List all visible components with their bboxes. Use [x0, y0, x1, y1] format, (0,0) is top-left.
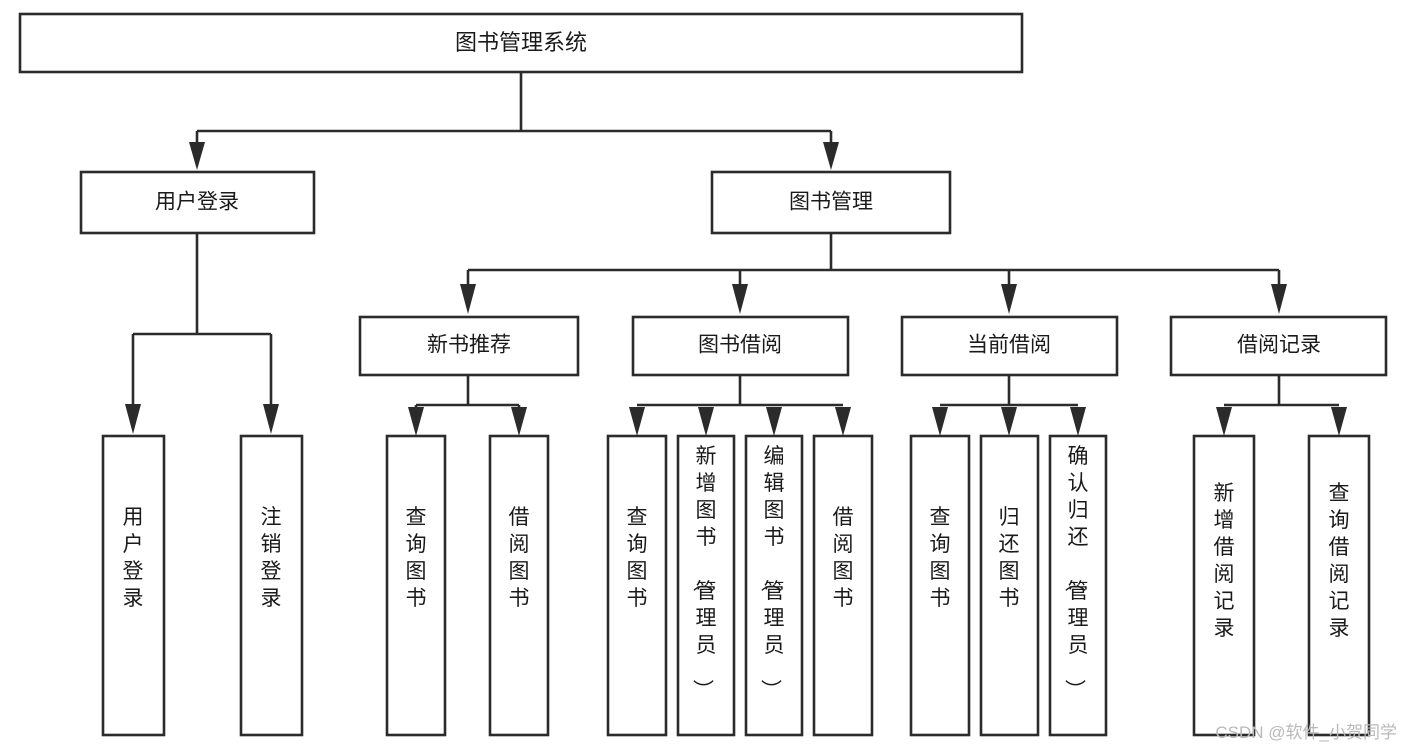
node-label-root: 图书管理系统 [455, 30, 587, 55]
arrow-icon-bookborrow-leaf-2 [698, 407, 714, 436]
leaf-label-borrowrecord-add: 新增借阅记录 [1214, 482, 1235, 640]
node-box-root [18, 12, 1024, 74]
node-box-current-borrow [900, 315, 1119, 377]
arrow-icon-newbook-leaf-2 [511, 407, 527, 436]
leaf-box-currentborrow-query [909, 434, 971, 737]
node-user-login[interactable]: 用户登录 [79, 170, 316, 235]
leaf-node-bookborrow-borrow[interactable]: 借阅图书 [812, 434, 874, 737]
node-label-new-book-recommend: 新书推荐 [427, 334, 511, 357]
watermark-text: CSDN @软件_小贺同学 [1215, 723, 1397, 742]
leaf-box-bookborrow-edit [744, 434, 804, 737]
arrow-icon-to-borrow-record [1271, 284, 1287, 314]
leaf-box-currentborrow-confirm [1048, 434, 1108, 737]
node-borrow-record[interactable]: 借阅记录 [1169, 315, 1388, 377]
leaf-label-borrowrecord-query: 查询借阅记录 [1329, 482, 1350, 640]
leaf-box-newbook-query [385, 434, 447, 737]
node-label-book-borrow: 图书借阅 [698, 334, 782, 357]
leaf-box-bookborrow-borrow [812, 434, 874, 737]
arrow-icon-userlogin-leaf-1 [125, 404, 141, 434]
node-book-management-system[interactable]: 图书管理系统 [18, 12, 1024, 74]
leaf-node-newbook-borrow[interactable]: 借阅图书 [488, 434, 550, 737]
leaf-label-bookborrow-edit: 编辑图书（管理员） [759, 445, 785, 700]
leaf-node-borrowrecord-query[interactable]: 查询借阅记录 [1307, 434, 1371, 737]
arrow-icon-newbook-leaf-1 [408, 407, 424, 436]
connector-layer [125, 72, 1347, 436]
node-current-borrow[interactable]: 当前借阅 [900, 315, 1119, 377]
node-book-management[interactable]: 图书管理 [710, 170, 952, 235]
leaf-node-currentborrow-return[interactable]: 归还图书 [979, 434, 1040, 737]
leaf-box-currentborrow-return [979, 434, 1040, 737]
arrow-icon-borrowrecord-leaf-1 [1216, 407, 1232, 436]
node-box-user-login [79, 170, 316, 235]
leaf-label-currentborrow-confirm: 确认归还（管理员） [1063, 445, 1089, 700]
leaf-node-bookborrow-edit[interactable]: 编辑图书（管理员） [744, 434, 804, 737]
arrow-icon-to-book-borrow [732, 284, 748, 314]
arrow-icon-to-new-book [460, 284, 476, 314]
leaf-box-borrowrecord-add [1192, 434, 1256, 737]
arrow-icon-currentborrow-leaf-2 [1001, 407, 1017, 436]
leaf-label-user-login-signin: 用户登录 [123, 506, 144, 610]
arrow-icon-borrowrecord-leaf-2 [1331, 407, 1347, 436]
leaf-node-currentborrow-confirm[interactable]: 确认归还（管理员） [1048, 434, 1108, 737]
node-label-current-borrow: 当前借阅 [967, 334, 1051, 357]
leaf-node-bookborrow-query[interactable]: 查询图书 [606, 434, 668, 737]
node-box-book-management [710, 170, 952, 235]
leaf-label-bookborrow-query: 查询图书 [627, 506, 648, 610]
node-label-book-management: 图书管理 [789, 191, 873, 214]
leaf-box-bookborrow-add [676, 434, 736, 737]
leaf-box-newbook-borrow [488, 434, 550, 737]
node-book-borrow[interactable]: 图书借阅 [631, 315, 850, 377]
leaf-node-bookborrow-add[interactable]: 新增图书（管理员） [676, 434, 736, 737]
arrow-icon-to-book-manage [823, 142, 839, 170]
leaf-node-user-login-signin[interactable]: 用户登录 [101, 434, 166, 737]
node-box-book-borrow [631, 315, 850, 377]
leaf-box-user-login-signin [101, 434, 166, 737]
node-box-new-book-recommend [358, 315, 580, 377]
leaf-label-bookborrow-borrow: 借阅图书 [833, 506, 854, 610]
arrow-icon-currentborrow-leaf-3 [1070, 407, 1086, 436]
leaf-box-bookborrow-query [606, 434, 668, 737]
arrow-icon-currentborrow-leaf-1 [932, 407, 948, 436]
leaf-node-user-logout[interactable]: 注销登录 [239, 434, 304, 737]
arrow-icon-to-current-borrow [1001, 284, 1017, 314]
leaf-label-bookborrow-add: 新增图书（管理员） [691, 445, 717, 700]
arrow-icon-bookborrow-leaf-4 [835, 407, 851, 436]
leaf-box-user-logout [239, 434, 304, 737]
leaf-label-currentborrow-return: 归还图书 [999, 506, 1020, 610]
arrow-icon-userlogin-leaf-2 [263, 404, 279, 434]
leaf-label-user-logout: 注销登录 [261, 506, 282, 610]
node-label-user-login: 用户登录 [155, 191, 239, 214]
arrow-icon-bookborrow-leaf-3 [766, 407, 782, 436]
node-box-borrow-record [1169, 315, 1388, 377]
leaf-label-newbook-borrow: 借阅图书 [509, 506, 530, 610]
node-new-book-recommend[interactable]: 新书推荐 [358, 315, 580, 377]
leaf-node-borrowrecord-add[interactable]: 新增借阅记录 [1192, 434, 1256, 737]
node-label-borrow-record: 借阅记录 [1237, 334, 1321, 357]
leaf-node-newbook-query[interactable]: 查询图书 [385, 434, 447, 737]
leaf-label-newbook-query: 查询图书 [406, 506, 427, 610]
leaf-box-borrowrecord-query [1307, 434, 1371, 737]
leaf-label-currentborrow-query: 查询图书 [930, 506, 951, 610]
arrow-icon-bookborrow-leaf-1 [629, 407, 645, 436]
leaf-node-currentborrow-query[interactable]: 查询图书 [909, 434, 971, 737]
arrow-icon-to-user-login [189, 142, 205, 170]
